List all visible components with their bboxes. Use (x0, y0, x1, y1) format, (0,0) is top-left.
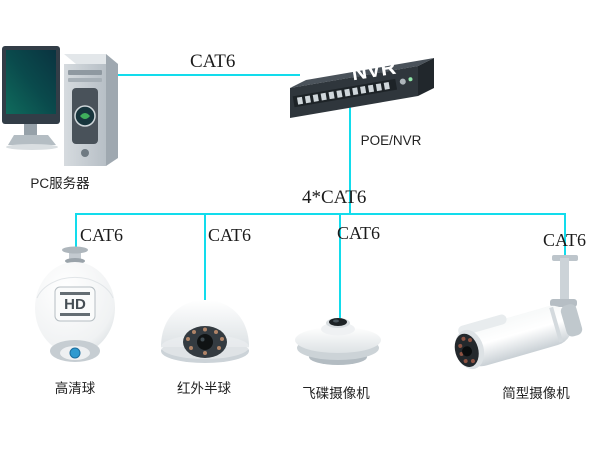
bullet-lens (462, 346, 473, 357)
fisheye-camera-icon (295, 318, 381, 365)
cable-drop-4 (564, 213, 566, 258)
hd-badge-text: HD (64, 296, 86, 313)
hd-badge (54, 286, 96, 322)
nvr-port-row (292, 77, 413, 108)
dome-lens (69, 347, 81, 359)
bullet-mount-arm (560, 258, 569, 302)
cat6-label-drop-1: CAT6 (80, 225, 124, 245)
camera-caption-2: 红外半球 (177, 381, 231, 396)
cable-drop-1 (75, 213, 77, 250)
hd-dome-camera-icon: HD (35, 246, 115, 362)
cat6-label-drop-3: CAT6 (337, 223, 381, 243)
cat6-label-drop-4: CAT6 (543, 230, 587, 250)
monitor-screen (6, 50, 56, 114)
nvr-caption: POE/NVR (360, 133, 422, 148)
pc-caption: PC服务器 (30, 176, 90, 191)
cat6-label-drop-2: CAT6 (208, 225, 252, 245)
ir-dome-camera-icon (161, 300, 249, 363)
ir-led-ring (186, 327, 224, 355)
cable-pc-to-nvr (114, 74, 300, 76)
bullet-camera-icon (454, 255, 583, 370)
pc-server-icon (2, 46, 118, 166)
cable-nvr-trunk (349, 100, 351, 213)
cat6-label-pc-nvr: CAT6 (190, 51, 236, 72)
ir-led-ring (458, 336, 475, 364)
dome-lens (197, 334, 213, 350)
camera-caption-3: 飞碟摄像机 (302, 386, 370, 401)
cable-drop-2 (204, 213, 206, 300)
bullet-body (461, 305, 573, 367)
trunk-label: 4*CAT6 (302, 187, 367, 208)
camera-caption-1: 高清球 (54, 381, 96, 396)
cable-distribution-bus (75, 213, 565, 215)
cable-drop-3 (339, 213, 341, 318)
camera-caption-4: 简型摄像机 (502, 386, 570, 401)
nvr-device-icon: NVR (290, 56, 434, 118)
